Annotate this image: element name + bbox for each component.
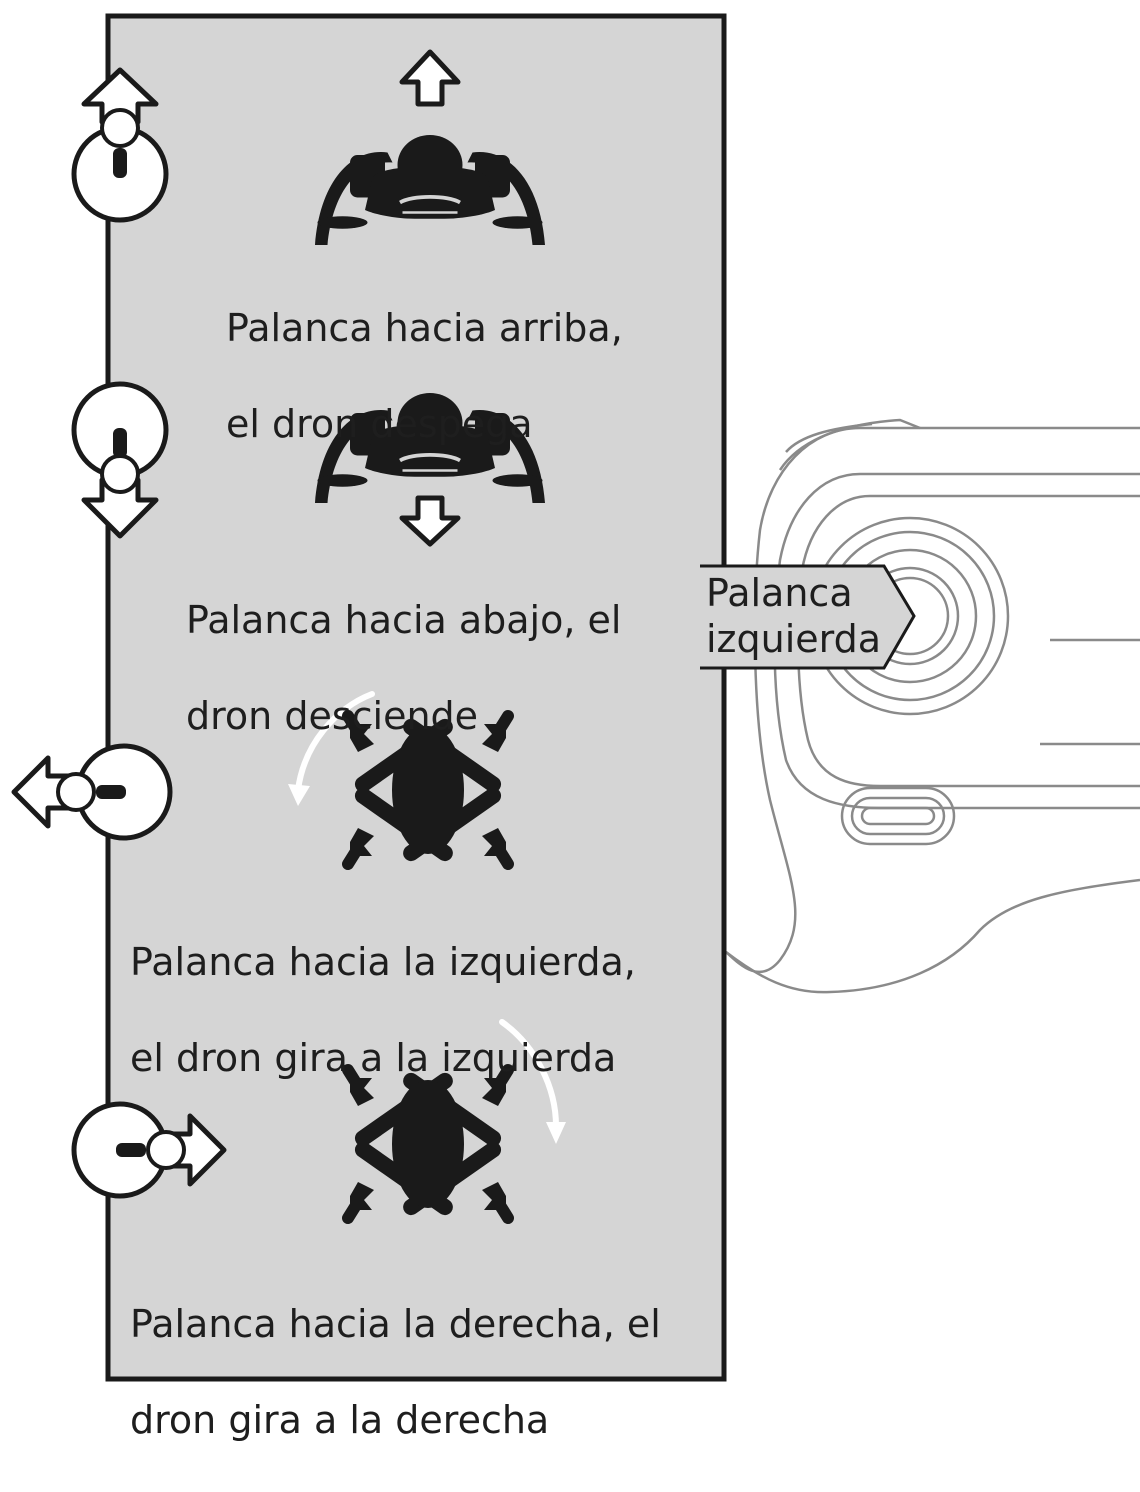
rotation-arrow-icon xyxy=(295,691,375,793)
joystick-down-icon xyxy=(71,381,169,539)
joystick-right-icon xyxy=(71,1101,227,1199)
arrow-up-icon xyxy=(399,49,461,107)
caption-down-line2: dron desciende xyxy=(186,694,479,738)
arrow-down-icon xyxy=(81,477,159,539)
caption-left: Palanca hacia la izquierda, el dron gira… xyxy=(130,890,636,1130)
caption-up-line1: Palanca hacia arriba, xyxy=(226,306,623,350)
diagram-canvas xyxy=(11,13,1140,1382)
joystick-up-icon xyxy=(71,67,169,223)
callout-line2: izquierda xyxy=(706,617,882,661)
callout-label: Palanca izquierda xyxy=(706,570,881,662)
arrow-down-icon xyxy=(399,495,461,547)
caption-left-line1: Palanca hacia la izquierda, xyxy=(130,940,636,984)
caption-down-line1: Palanca hacia abajo, el xyxy=(186,598,622,642)
callout-tag xyxy=(700,564,916,670)
caption-right-line2: dron gira a la derecha xyxy=(130,1398,550,1442)
caption-left-line2: el dron gira a la izquierda xyxy=(130,1036,617,1080)
caption-up-line2: el dron despega xyxy=(226,402,533,446)
caption-up: Palanca hacia arriba, el dron despega xyxy=(226,256,623,496)
rotation-arrow-icon xyxy=(499,1019,559,1129)
caption-right: Palanca hacia la derecha, el dron gira a… xyxy=(130,1252,661,1492)
caption-right-line1: Palanca hacia la derecha, el xyxy=(130,1302,661,1346)
callout-line1: Palanca xyxy=(706,571,853,615)
joystick-left-icon xyxy=(11,743,173,841)
caption-down: Palanca hacia abajo, el dron desciende xyxy=(186,548,621,788)
controller-icon xyxy=(725,418,1140,994)
